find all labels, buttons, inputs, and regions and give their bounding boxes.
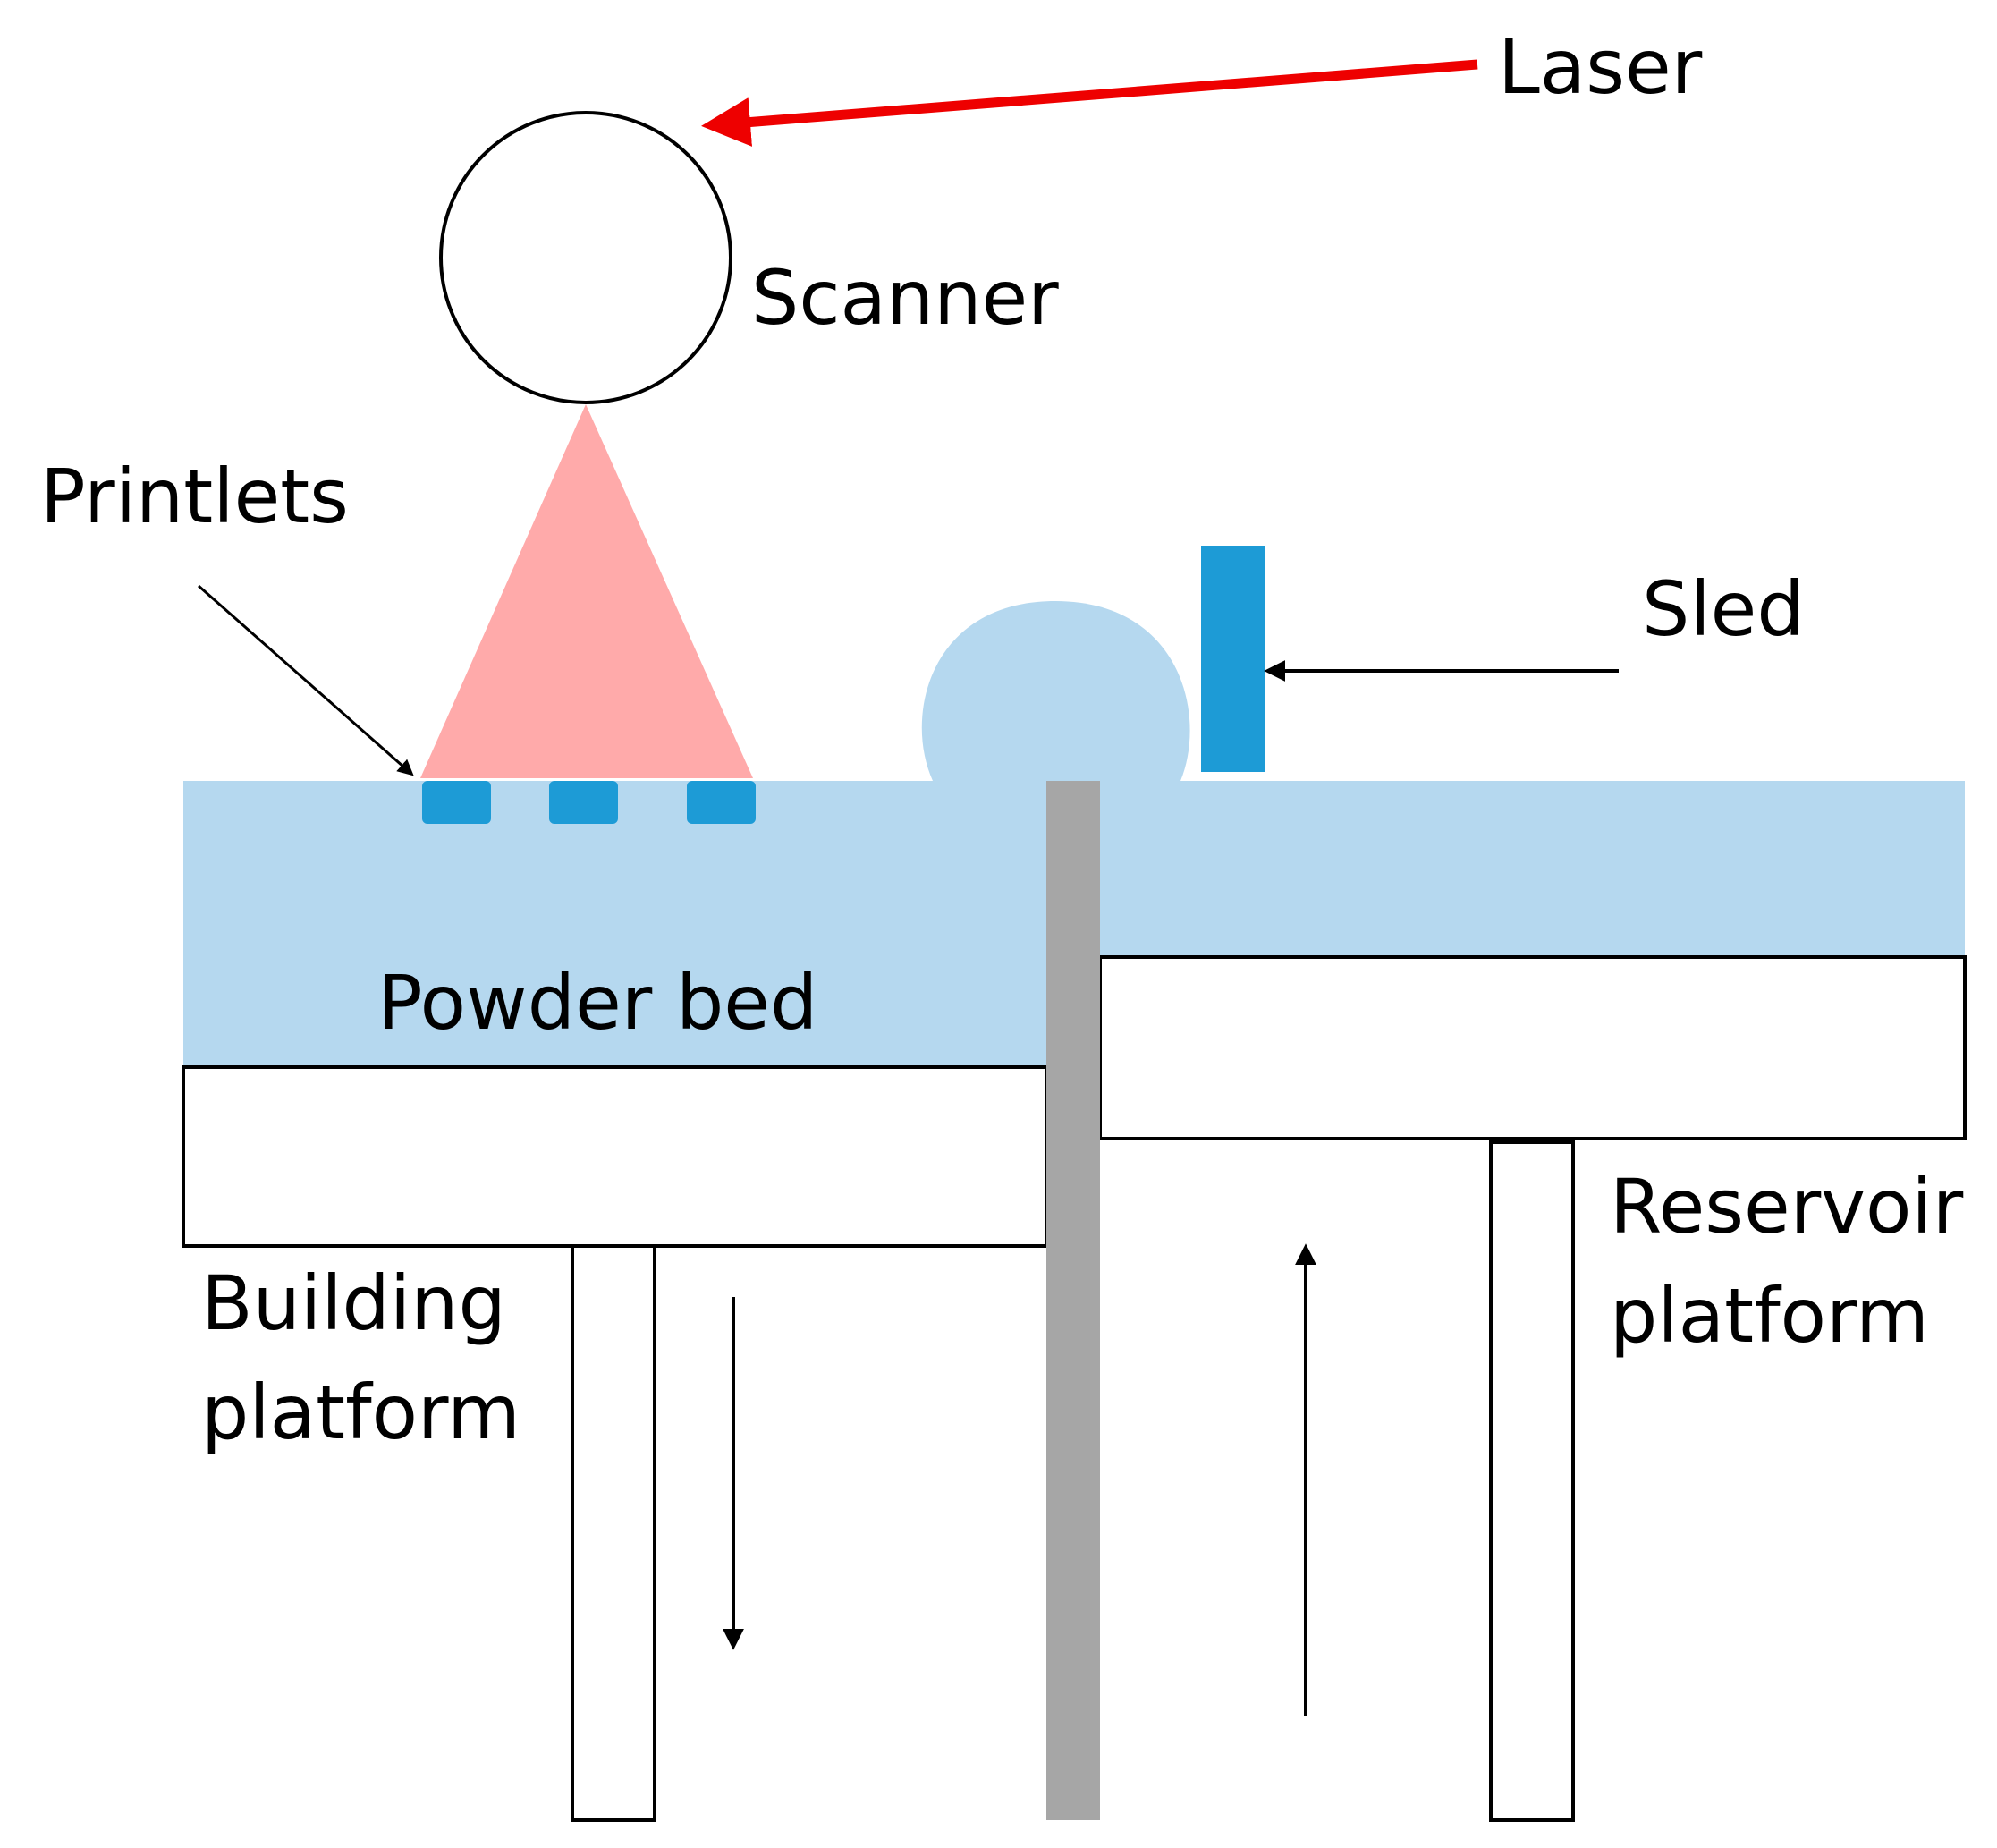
- powder-mound: [921, 601, 1190, 781]
- building-platform-plate: [182, 1065, 1048, 1248]
- reservoir-platform-label-line1: Reservoir: [1610, 1163, 1964, 1250]
- building-platform-label-line2: platform: [201, 1369, 520, 1456]
- reservoir-platform-stem: [1489, 1140, 1575, 1822]
- building-powder-bed: [183, 781, 1046, 1067]
- reservoir-platform-label-line2: platform: [1610, 1272, 1929, 1360]
- scanner-label: Scanner: [751, 254, 1059, 342]
- divider-wall: [1046, 781, 1100, 1820]
- reservoir-platform-plate: [1098, 955, 1967, 1140]
- printlets-label: Printlets: [40, 453, 349, 540]
- reservoir-powder: [1100, 781, 1965, 957]
- printlet: [549, 781, 618, 824]
- sled-label: Sled: [1642, 565, 1805, 653]
- laser-arrow: [701, 59, 1478, 147]
- sled-blade: [1201, 546, 1265, 772]
- printlet: [687, 781, 756, 824]
- laser-label: Laser: [1498, 23, 1703, 111]
- powder-bed-label: Powder bed: [377, 959, 817, 1047]
- scanner-circle: [439, 111, 732, 404]
- laser-beam-cone: [420, 404, 753, 778]
- printlets-pointer-arrow: [198, 584, 414, 776]
- building-platform-stem: [571, 1244, 656, 1822]
- printlet: [422, 781, 491, 824]
- building-platform-label-line1: Building: [201, 1259, 506, 1347]
